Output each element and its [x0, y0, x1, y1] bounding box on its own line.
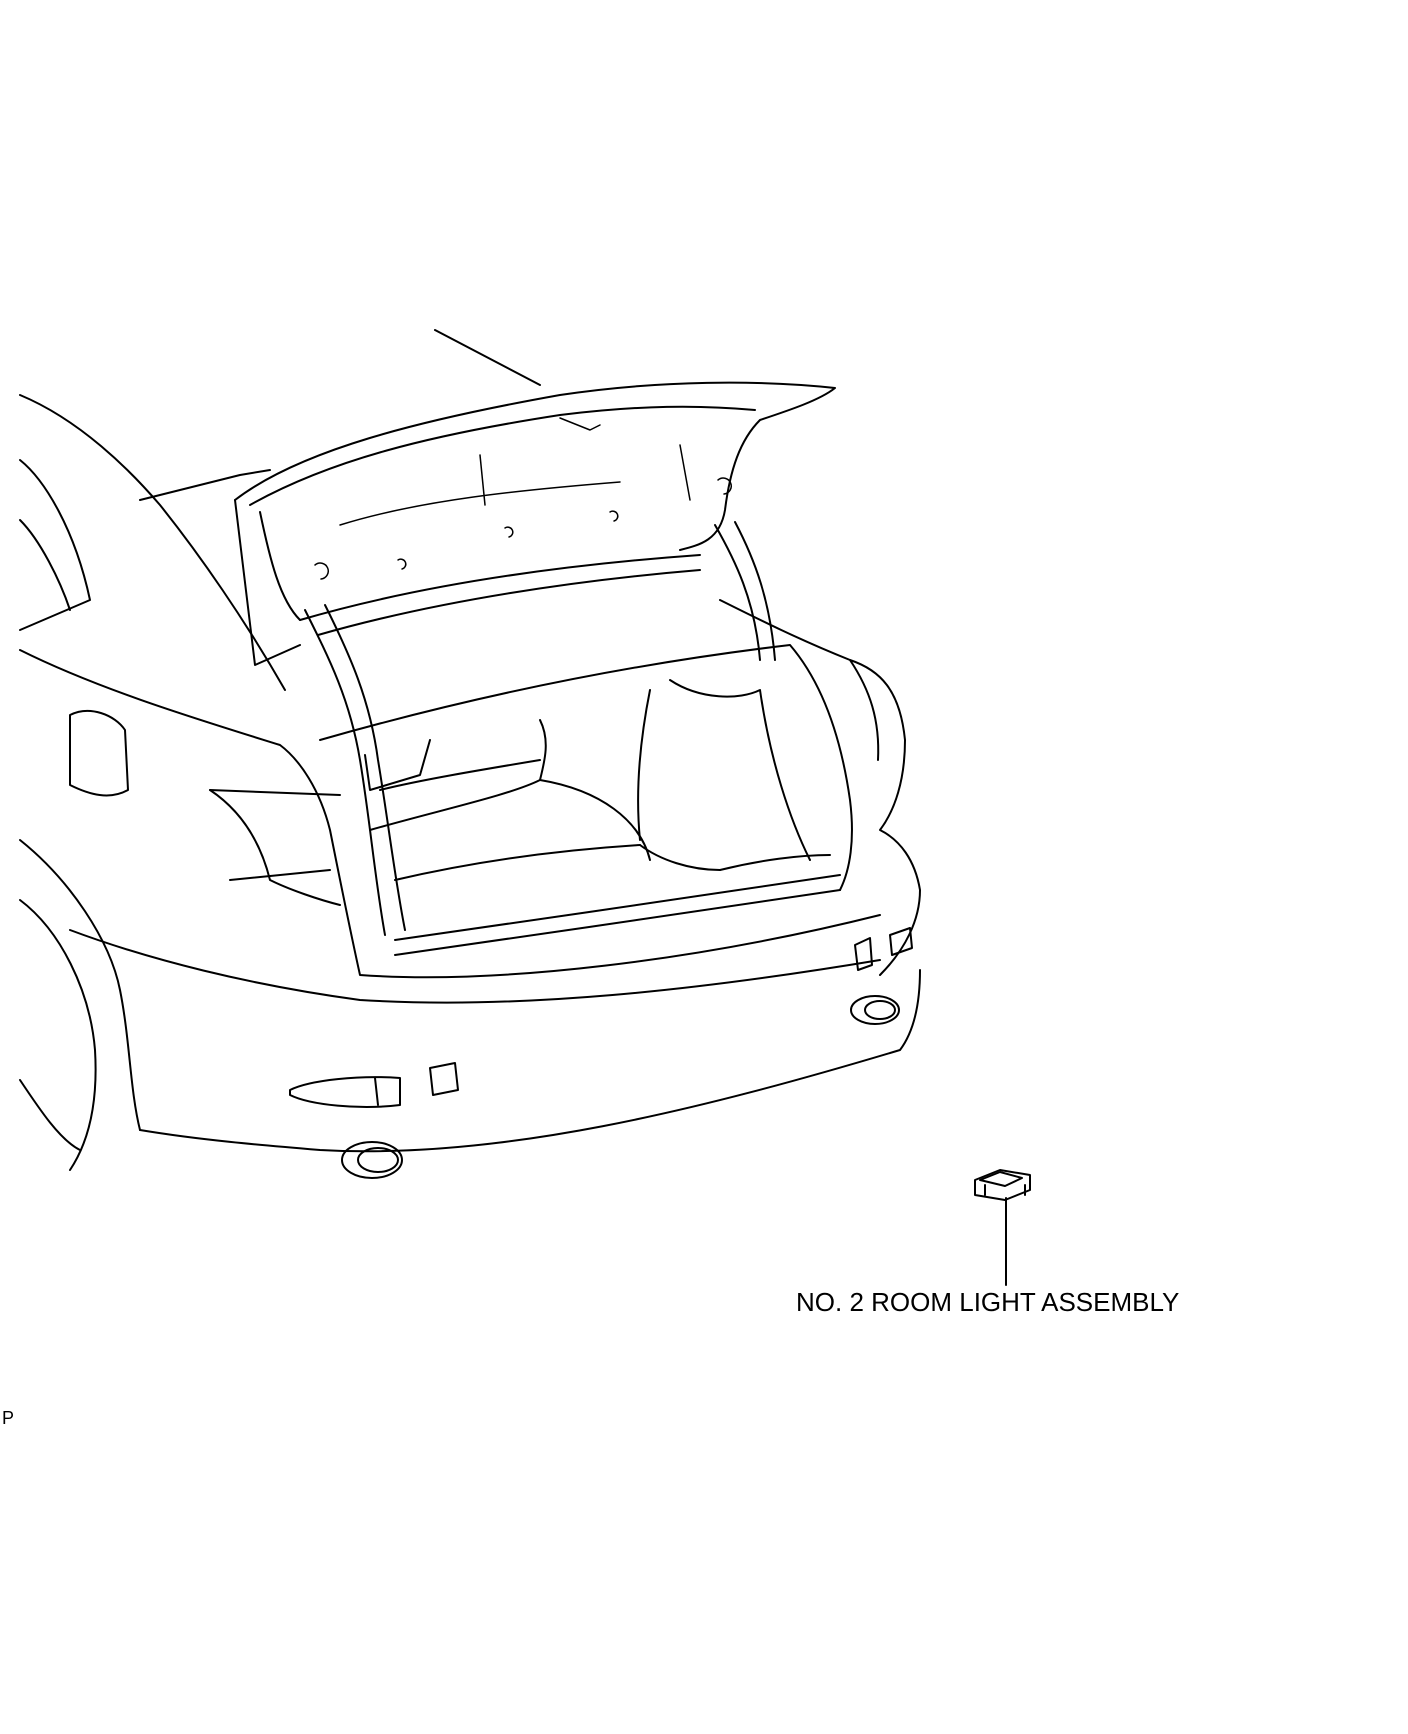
- rear-lamps: [289, 927, 913, 1108]
- car-body: [19, 599, 921, 1171]
- room-light-assembly-part: [974, 1169, 1031, 1201]
- fuel-door: [69, 710, 129, 797]
- trunk-hinge-straps: [304, 521, 776, 936]
- rear-window: [19, 329, 541, 691]
- trunk-lid: [234, 381, 836, 666]
- room-light-assembly-label: NO. 2 ROOM LIGHT ASSEMBLY: [796, 1287, 1180, 1317]
- trunk-interior: [319, 644, 853, 956]
- exhaust-tips: [341, 995, 900, 1179]
- corner-code: P: [2, 1408, 15, 1428]
